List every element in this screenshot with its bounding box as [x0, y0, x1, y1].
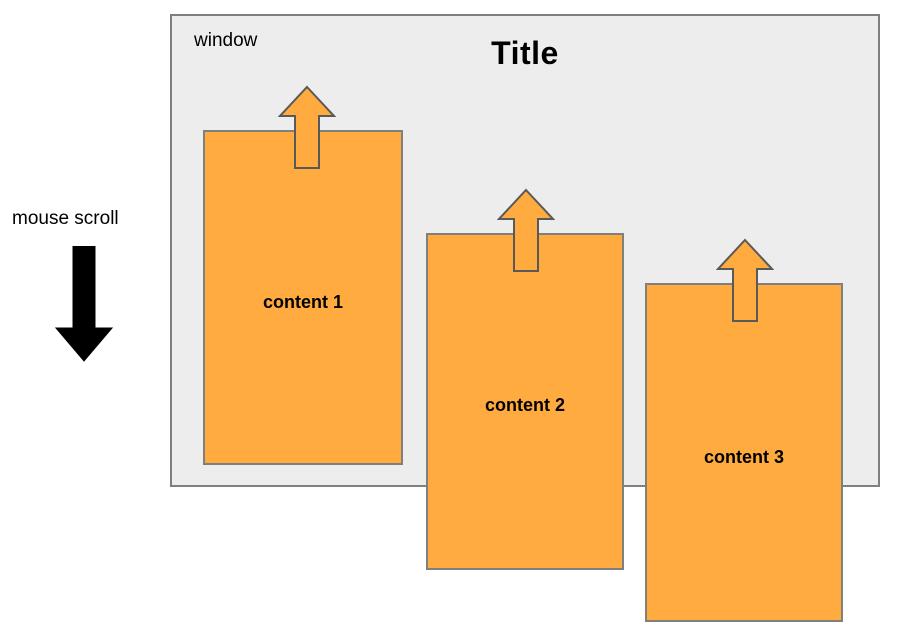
mouse-scroll-down-arrow-icon	[55, 246, 113, 362]
scroll-up-arrow-3-icon	[716, 238, 774, 323]
content-panel-label: content 2	[484, 395, 565, 415]
scroll-up-arrow-1-icon	[278, 85, 336, 170]
content-panel: content 2	[426, 233, 624, 570]
scroll-up-arrow-2-icon	[497, 188, 555, 273]
content-panel-label: content 1	[262, 292, 343, 312]
window-label: window	[194, 30, 258, 51]
content-panel: content 3	[645, 283, 843, 622]
mouse-scroll-label: mouse scroll	[12, 208, 119, 229]
content-panel: content 1	[203, 130, 403, 465]
page-title: Title	[491, 35, 559, 71]
content-panel-label: content 3	[703, 447, 784, 467]
